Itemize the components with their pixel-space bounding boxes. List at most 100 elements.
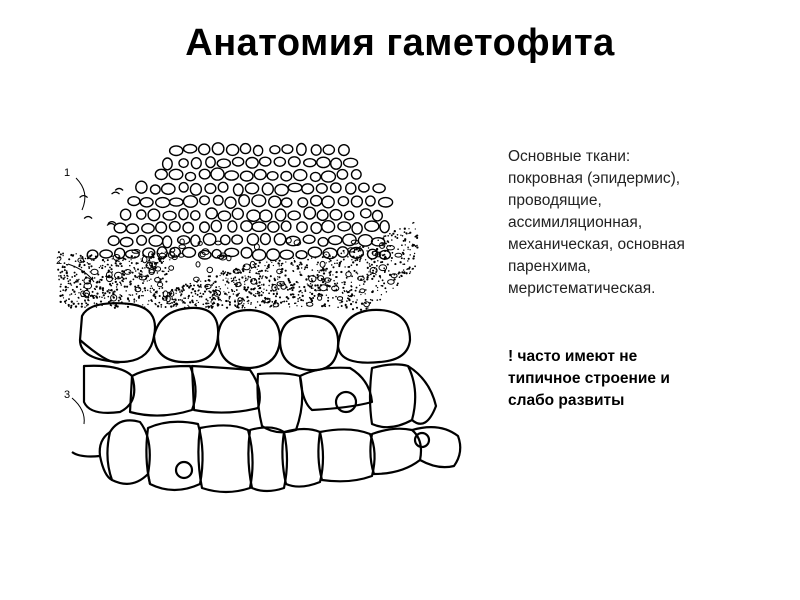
small-cell bbox=[240, 246, 253, 259]
stipple-dot bbox=[309, 291, 311, 294]
stipple-dot bbox=[84, 257, 87, 260]
small-cell bbox=[232, 183, 244, 197]
stipple-dot bbox=[59, 253, 62, 256]
stipple-dot bbox=[170, 305, 173, 308]
stipple-dot bbox=[119, 294, 121, 296]
small-cell bbox=[224, 196, 237, 210]
stipple-dot bbox=[234, 299, 236, 301]
stipple-dot bbox=[110, 305, 113, 307]
small-cell bbox=[321, 195, 335, 209]
stipple-dot bbox=[290, 283, 293, 287]
stipple-dot bbox=[366, 266, 369, 269]
small-cell bbox=[147, 208, 161, 222]
small-cell bbox=[168, 197, 184, 207]
stipple-dot bbox=[175, 299, 177, 302]
stipple-dot bbox=[292, 257, 295, 260]
stipple-dot bbox=[234, 276, 237, 279]
stipple-dot bbox=[213, 302, 216, 305]
small-cell bbox=[344, 182, 357, 195]
stipple-dot bbox=[72, 302, 75, 305]
stipple-dot bbox=[63, 300, 67, 303]
stipple-dot bbox=[304, 290, 307, 292]
stipple-dot bbox=[106, 290, 109, 293]
stipple-dot bbox=[353, 295, 356, 297]
stipple-dot bbox=[385, 291, 388, 293]
stipple-dot bbox=[236, 283, 238, 286]
small-cell bbox=[322, 144, 336, 156]
stipple-dot bbox=[214, 280, 217, 283]
stipple-dot bbox=[60, 276, 63, 279]
stipple-dot bbox=[194, 303, 197, 306]
stipple-dot bbox=[73, 281, 76, 284]
small-cell bbox=[168, 145, 184, 157]
stipple-dot bbox=[235, 279, 237, 282]
stipple-dot bbox=[407, 257, 410, 260]
stipple-dot bbox=[70, 293, 73, 295]
stipple-dot bbox=[371, 299, 374, 302]
stipple-dot bbox=[366, 278, 369, 281]
stipple-dot bbox=[322, 267, 325, 270]
stipple-dot bbox=[322, 269, 325, 272]
stipple-dot bbox=[285, 261, 287, 263]
stipple-dot bbox=[120, 295, 123, 298]
stipple-dot bbox=[157, 252, 160, 255]
stipple-dot bbox=[196, 299, 198, 302]
stipple-dot bbox=[222, 270, 225, 273]
small-cell bbox=[224, 247, 240, 258]
stipple-dot bbox=[142, 304, 144, 306]
stipple-dot bbox=[261, 277, 263, 280]
stipple-dot bbox=[335, 270, 338, 274]
stipple-dot bbox=[148, 259, 151, 262]
stippled-zone-cell bbox=[306, 301, 314, 307]
stipple-dot bbox=[169, 259, 171, 261]
stipple-dot bbox=[228, 303, 231, 306]
stipple-dot bbox=[340, 260, 342, 263]
stipple-dot bbox=[79, 254, 82, 257]
stipple-dot bbox=[88, 263, 90, 265]
stipple-dot bbox=[283, 300, 286, 303]
stipple-dot bbox=[347, 294, 350, 297]
cross-section-drawing: 1 2 3 bbox=[56, 142, 462, 494]
stipple-dot bbox=[386, 263, 389, 266]
small-cell bbox=[149, 184, 161, 195]
stipple-dot bbox=[396, 233, 399, 236]
stipple-dot bbox=[227, 278, 229, 280]
stipple-dot bbox=[113, 306, 117, 309]
small-cell bbox=[273, 232, 287, 246]
small-cell bbox=[141, 223, 155, 234]
stipple-dot bbox=[160, 303, 163, 306]
stipple-dot bbox=[137, 284, 140, 287]
stipple-dot bbox=[80, 302, 83, 305]
stipple-dot bbox=[238, 299, 241, 302]
stipple-dot bbox=[394, 235, 397, 238]
small-cell bbox=[269, 144, 281, 155]
stipple-dot bbox=[67, 275, 69, 277]
small-cell bbox=[280, 197, 293, 208]
stipple-dot bbox=[171, 302, 173, 304]
stipple-dot bbox=[233, 279, 235, 282]
small-cell bbox=[342, 157, 359, 168]
stipple-dot bbox=[117, 276, 120, 279]
stippled-zone-cell bbox=[319, 260, 326, 268]
stipple-dot bbox=[365, 289, 367, 291]
stipple-dot bbox=[401, 244, 403, 247]
stipple-dot bbox=[339, 302, 341, 304]
cell-fragment bbox=[83, 215, 93, 219]
stipple-dot bbox=[329, 259, 332, 262]
stippled-zone-cell bbox=[331, 285, 340, 292]
stipple-dot bbox=[330, 264, 333, 266]
small-cell bbox=[119, 208, 132, 221]
stippled-zone-cell bbox=[378, 264, 388, 272]
stipple-dot bbox=[313, 294, 316, 297]
note-text: ! часто имеют не типичное строение и сла… bbox=[508, 348, 670, 409]
small-cell bbox=[168, 168, 184, 181]
stipple-dot bbox=[142, 295, 144, 297]
stipple-dot bbox=[71, 288, 74, 291]
stipple-dot bbox=[111, 258, 113, 260]
stipple-dot bbox=[379, 298, 382, 301]
stipple-dot bbox=[415, 235, 418, 238]
stipple-dot bbox=[200, 295, 203, 298]
stipple-dot bbox=[364, 259, 367, 261]
stipple-dot bbox=[212, 282, 215, 285]
stipple-dot bbox=[299, 261, 302, 264]
